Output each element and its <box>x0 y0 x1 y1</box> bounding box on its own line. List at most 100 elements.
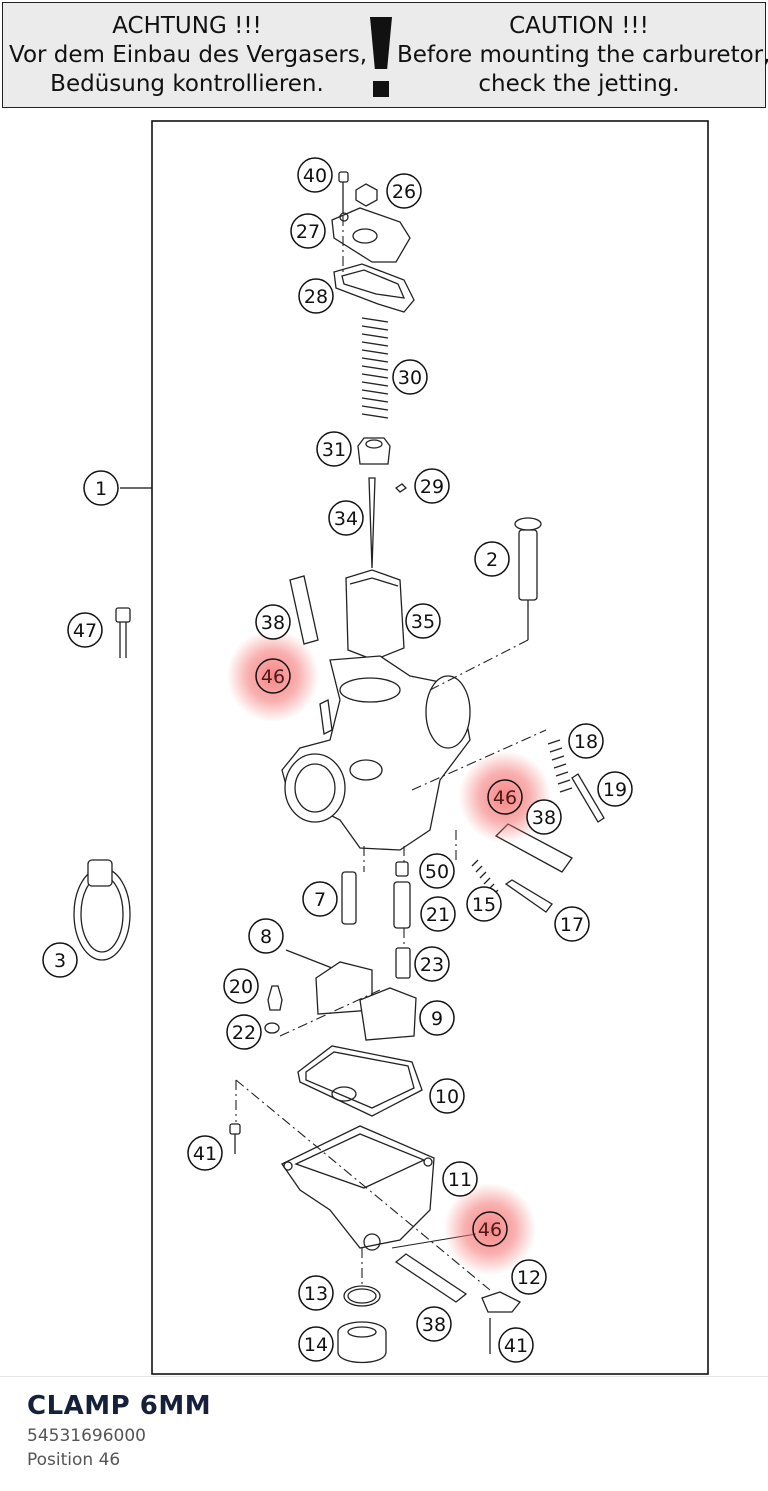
callout-circle <box>290 213 326 249</box>
footer-divider <box>0 1376 768 1377</box>
callout-22[interactable]: 22 <box>226 1014 262 1050</box>
callout-label: 35 <box>411 611 435 633</box>
callout-label: 3 <box>54 950 66 972</box>
callout-label: 17 <box>560 914 584 936</box>
callout-10[interactable]: 10 <box>429 1078 465 1114</box>
callout-1[interactable]: 1 <box>83 470 119 506</box>
callout-label: 41 <box>504 1335 528 1357</box>
callout-38[interactable]: 38 <box>526 799 562 835</box>
callout-19[interactable]: 19 <box>597 771 633 807</box>
highlight-glows <box>227 630 551 1275</box>
callout-label: 28 <box>304 286 328 308</box>
callout-label: 14 <box>304 1334 328 1356</box>
callout-41[interactable]: 41 <box>498 1327 534 1363</box>
callout-label: 34 <box>334 508 358 530</box>
callout-circle <box>414 946 450 982</box>
callout-label: 27 <box>296 221 320 243</box>
callout-label: 1 <box>95 478 107 500</box>
callout-30[interactable]: 30 <box>392 359 428 395</box>
callout-21[interactable]: 21 <box>420 896 456 932</box>
callout-2[interactable]: 2 <box>474 541 510 577</box>
callout-circle <box>511 1259 547 1295</box>
callout-circle <box>414 468 450 504</box>
callout-50[interactable]: 50 <box>419 853 455 889</box>
callout-40[interactable]: 40 <box>297 157 333 193</box>
callout-14[interactable]: 14 <box>298 1326 334 1362</box>
callout-circle <box>298 1275 334 1311</box>
warning-german-title: ACHTUNG !!! <box>112 13 262 39</box>
callout-label: 13 <box>304 1283 328 1305</box>
callout-label: 26 <box>392 181 416 203</box>
callout-label: 31 <box>322 439 346 461</box>
callout-circle <box>474 541 510 577</box>
highlight-glow <box>227 630 319 722</box>
callout-circle <box>223 968 259 1004</box>
callout-circle <box>248 918 284 954</box>
carburetor-exploded-diagram: 4026272830312913424738354618194638750211… <box>42 120 709 1375</box>
callout-18[interactable]: 18 <box>568 723 604 759</box>
callout-26[interactable]: 26 <box>386 173 422 209</box>
callout-9[interactable]: 9 <box>419 1000 455 1036</box>
callout-20[interactable]: 20 <box>223 968 259 1004</box>
callout-circle <box>419 853 455 889</box>
callout-7[interactable]: 7 <box>302 881 338 917</box>
highlight-glow <box>444 1183 536 1275</box>
callout-46[interactable]: 46 <box>487 779 523 815</box>
callout-circle <box>298 278 334 314</box>
warning-english: CAUTION !!! Before mounting the carburet… <box>397 12 768 99</box>
callout-46[interactable]: 46 <box>472 1211 508 1247</box>
callout-47[interactable]: 47 <box>67 612 103 648</box>
callout-label: 41 <box>193 1143 217 1165</box>
callout-label: 30 <box>398 367 422 389</box>
callout-circle <box>386 173 422 209</box>
callout-12[interactable]: 12 <box>511 1259 547 1295</box>
callout-circle <box>316 431 352 467</box>
callout-label: 18 <box>574 731 598 753</box>
callout-41[interactable]: 41 <box>187 1135 223 1171</box>
callout-28[interactable]: 28 <box>298 278 334 314</box>
callout-label: 46 <box>478 1219 502 1241</box>
callout-label: 2 <box>486 549 498 571</box>
part-number: 54531696000 <box>27 1426 146 1446</box>
callout-circle <box>67 612 103 648</box>
callout-label: 38 <box>532 807 556 829</box>
callout-13[interactable]: 13 <box>298 1275 334 1311</box>
callout-label: 19 <box>603 779 627 801</box>
callout-23[interactable]: 23 <box>414 946 450 982</box>
callout-circle <box>328 500 364 536</box>
callout-circle <box>498 1327 534 1363</box>
part-name: CLAMP 6MM <box>27 1391 212 1421</box>
callout-circle <box>420 896 456 932</box>
callout-circle <box>255 604 291 640</box>
callout-8[interactable]: 8 <box>248 918 284 954</box>
warning-german: ACHTUNG !!! Vor dem Einbau des Vergasers… <box>9 12 367 99</box>
callout-11[interactable]: 11 <box>442 1161 478 1197</box>
callout-circle <box>255 658 291 694</box>
callout-label: 9 <box>431 1008 443 1030</box>
callout-circle <box>297 157 333 193</box>
callout-circle <box>419 1000 455 1036</box>
callout-3[interactable]: 3 <box>42 942 78 978</box>
callout-circle <box>472 1211 508 1247</box>
callout-29[interactable]: 29 <box>414 468 450 504</box>
callout-17[interactable]: 17 <box>554 906 590 942</box>
callout-35[interactable]: 35 <box>405 603 441 639</box>
callout-31[interactable]: 31 <box>316 431 352 467</box>
callout-circle <box>405 603 441 639</box>
callout-circle <box>442 1161 478 1197</box>
callout-circle <box>597 771 633 807</box>
callout-label: 29 <box>420 476 444 498</box>
callout-circle <box>466 886 502 922</box>
callout-label: 11 <box>448 1169 472 1191</box>
callout-38[interactable]: 38 <box>255 604 291 640</box>
callout-circle <box>487 779 523 815</box>
callout-46[interactable]: 46 <box>255 658 291 694</box>
callout-27[interactable]: 27 <box>290 213 326 249</box>
callout-circle <box>226 1014 262 1050</box>
warning-english-title: CAUTION !!! <box>509 13 649 39</box>
caution-banner: ACHTUNG !!! Vor dem Einbau des Vergasers… <box>2 2 768 108</box>
callout-15[interactable]: 15 <box>466 886 502 922</box>
callout-label: 21 <box>426 904 450 926</box>
callout-34[interactable]: 34 <box>328 500 364 536</box>
callout-38[interactable]: 38 <box>416 1306 452 1342</box>
